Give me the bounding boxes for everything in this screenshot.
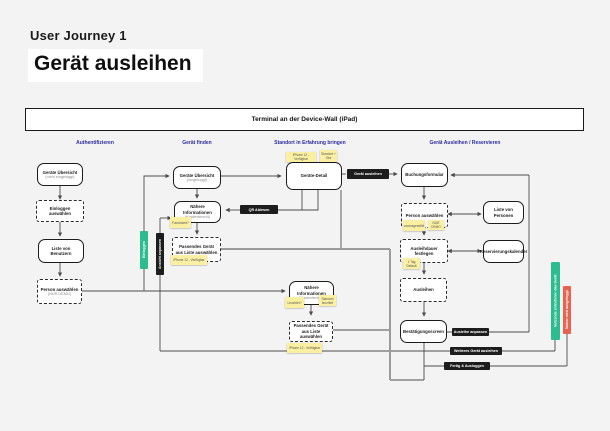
- badge-weiteres-geraet-ausleihen: Weiteres Gerät ausleihen: [450, 347, 502, 355]
- page-title: Gerät ausleihen: [28, 49, 203, 82]
- sticky-standort-leuchtet: Standort leuchtet: [319, 295, 336, 306]
- node-reservierungskalender: Reservierungskalender: [480, 240, 527, 263]
- sticky-favorisiert: Favorisiert?: [170, 217, 191, 228]
- badge-nutzende-entnehmen-geraet: Nutzende entnehmen das Gerät: [551, 262, 560, 340]
- column-header-authentifizieren: Authentifizieren: [76, 140, 114, 146]
- node-geraete-uebersicht-nicht-eingeloggt: Geräte Übersicht (nicht eingeloggt): [37, 163, 83, 186]
- badge-geraet-ausleihen: Gerät ausleihen: [347, 169, 389, 179]
- node-geraete-uebersicht-eingeloggt: Geräte Übersicht (eingeloggt): [173, 166, 221, 189]
- badge-ansicht-anpassen: Ansicht anpassen: [156, 233, 164, 275]
- column-header-ausleihen-reservieren: Gerät Ausleihen / Reservieren: [429, 140, 501, 146]
- badge-fertig-ausloggen: Fertig & Ausloggen: [444, 362, 490, 370]
- sticky-iphone-verfuegbar-detail: iPhone 12 - Verfügbar: [286, 152, 316, 162]
- badge-ausleihe-anpassen: Ausleihe anpassen: [452, 328, 489, 336]
- node-buchungsformular: Buchungsformular: [401, 163, 448, 187]
- column-header-standort: Standort in Erfahrung bringen: [274, 140, 346, 146]
- node-liste-von-personen: Liste von Personen: [483, 201, 524, 224]
- sticky-iphone-verfuegbar-standort: iPhone 12 - Verfügbar: [287, 343, 322, 353]
- sticky-nur-demo: NUR DEMO: [428, 220, 444, 230]
- connector-lines-thick: [221, 248, 391, 380]
- node-ausleihen: Ausleihen: [400, 278, 447, 302]
- sticky-ein-tag-default: 1 Tag Default: [403, 258, 420, 269]
- sticky-leuchtet: Leuchtet?: [285, 297, 304, 308]
- terminal-frame-header: Terminal an der Device-Wall (iPad): [25, 108, 584, 131]
- sticky-standort-slot: Standort + Slot: [320, 150, 337, 162]
- sticky-vorausgewaehlt: vorausgewählt: [403, 220, 425, 231]
- node-bestaetigungsscreen: Bestätigungsscreen: [400, 320, 447, 343]
- node-einloggen-auswaehlen: Einloggen auswählen: [36, 200, 84, 222]
- node-geraete-detail: Geräte-Detail: [286, 162, 342, 190]
- badge-einloggen: Einloggen: [140, 231, 148, 269]
- badge-qr-ablesen: QR Ablesen: [240, 205, 278, 214]
- badge-nutzer-ausgeloggt: Nutzer wird ausgeloggt: [563, 286, 571, 334]
- journey-kicker: User Journey 1: [30, 28, 127, 43]
- node-passendes-geraet-auswaehlen-standort: Passendes Gerät aus Liste auswählen: [289, 321, 333, 342]
- sticky-iphone-verfuegbar-finden: iPhone 12 - Verfügbar: [171, 255, 207, 265]
- node-person-auswaehlen-demo: Person auswählen (NUR DEMO): [37, 279, 82, 304]
- column-header-geraet-finden: Gerät finden: [182, 140, 212, 146]
- node-liste-von-benutzern: Liste von Benutzern: [38, 239, 84, 263]
